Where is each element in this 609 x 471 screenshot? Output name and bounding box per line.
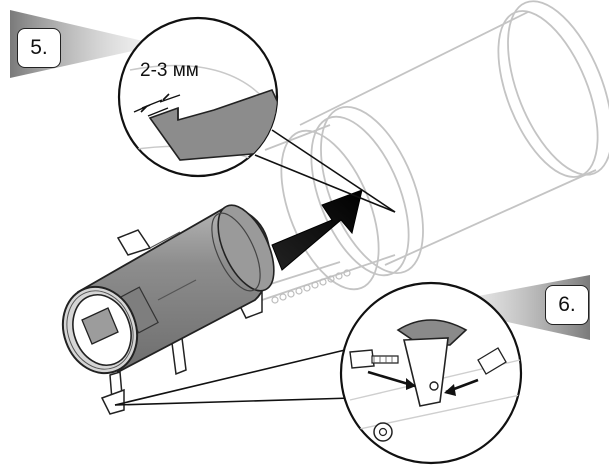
leader-lines-5 xyxy=(254,129,396,213)
dimension-label: 2-3 мм xyxy=(140,60,199,81)
step-5-badge: 5. xyxy=(17,28,61,68)
step-6-badge: 6. xyxy=(545,285,589,325)
detail-5-magnifier xyxy=(117,16,279,178)
sensor-insert xyxy=(61,204,275,415)
insert-direction-arrow xyxy=(271,189,363,271)
mounting-tube-ghost xyxy=(257,0,609,301)
leader-lines-6 xyxy=(114,349,353,406)
tube-perforations xyxy=(271,269,351,304)
detail-6-magnifier xyxy=(339,281,523,465)
